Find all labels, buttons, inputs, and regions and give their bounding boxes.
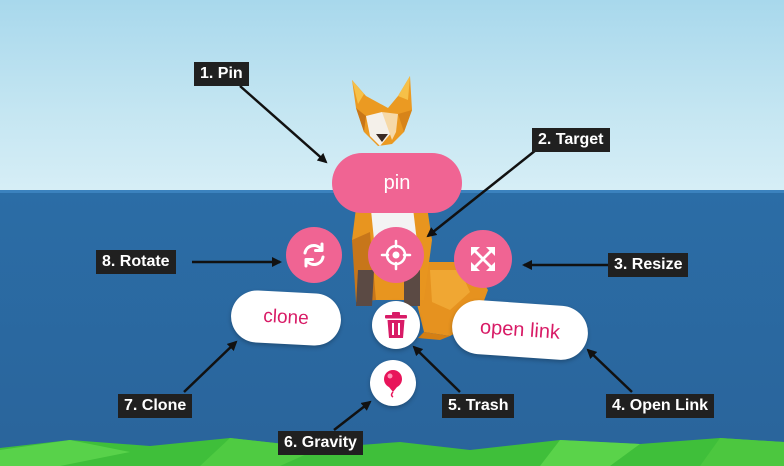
callout-pin-text: 1. Pin (200, 65, 243, 82)
callout-resize-text: 3. Resize (614, 256, 683, 273)
target-button[interactable] (368, 227, 424, 283)
callout-resize: 3. Resize (608, 253, 689, 277)
arrow-pin (239, 85, 328, 164)
callout-gravity-text: 6. Gravity (284, 434, 357, 451)
callout-trash: 5. Trash (442, 394, 515, 418)
arrow-open-link (586, 348, 633, 393)
callout-target: 2. Target (532, 128, 610, 152)
open-link-button-label: open link (479, 315, 561, 344)
resize-button[interactable] (454, 230, 512, 288)
resize-icon (471, 247, 495, 271)
pin-button-label: pin (383, 171, 411, 194)
rotate-button[interactable] (286, 227, 342, 283)
callout-gravity: 6. Gravity (278, 431, 363, 455)
arrow-target (426, 149, 537, 238)
callout-open-link: 4. Open Link (606, 394, 715, 418)
callout-target-text: 2. Target (538, 131, 604, 148)
callout-pin: 1. Pin (194, 62, 249, 86)
rotate-icon (303, 242, 325, 268)
trash-icon (385, 312, 407, 338)
callout-rotate-text: 8. Rotate (102, 253, 170, 270)
open-link-button[interactable]: open link (450, 298, 590, 362)
clone-button[interactable]: clone (229, 289, 343, 347)
target-icon (380, 239, 412, 271)
arrow-gravity (333, 400, 372, 431)
callout-clone: 7. Clone (118, 394, 193, 418)
clone-button-label: clone (262, 305, 310, 330)
callout-rotate: 8. Rotate (96, 250, 176, 274)
gravity-button[interactable] (370, 360, 416, 406)
gravity-icon (384, 370, 402, 398)
callout-clone-text: 7. Clone (124, 397, 187, 414)
pin-button[interactable]: pin (332, 153, 462, 213)
callout-open-link-text: 4. Open Link (612, 397, 709, 414)
arrow-trash (412, 345, 461, 393)
trash-button[interactable] (372, 301, 420, 349)
callout-trash-text: 5. Trash (448, 397, 509, 414)
arrow-clone (183, 340, 238, 393)
